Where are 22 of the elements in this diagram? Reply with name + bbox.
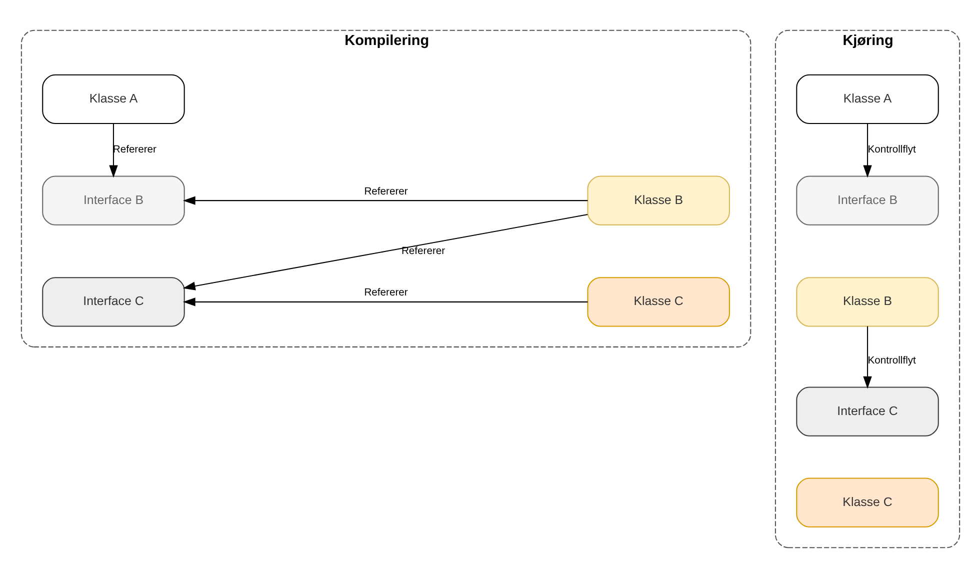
arrow	[182, 297, 588, 306]
node-box: Interface B	[42, 175, 184, 225]
node-box: Klasse B	[796, 276, 938, 326]
arrow	[108, 123, 118, 178]
node-box: Klasse A	[796, 74, 938, 124]
node-box: Interface C	[796, 386, 938, 436]
arrow	[862, 123, 872, 178]
arrow	[182, 214, 588, 290]
node-box: Klasse B	[586, 175, 730, 225]
node-box: Interface C	[42, 276, 184, 326]
arrow	[182, 196, 588, 204]
edge-label: Kontrollflyt	[867, 354, 916, 366]
edge-label: Refererer	[364, 186, 408, 197]
edge-label: Refererer	[400, 245, 445, 256]
node-box: Klasse C	[796, 477, 938, 527]
node-box: Klasse A	[42, 74, 184, 124]
arrow	[862, 326, 872, 388]
node-box: Interface B	[796, 175, 938, 225]
node-box: Klasse C	[586, 276, 730, 326]
edge-label: Refererer	[112, 144, 156, 155]
edge-label: Kontrollflyt	[867, 144, 916, 155]
edge-label: Refererer	[364, 287, 408, 298]
